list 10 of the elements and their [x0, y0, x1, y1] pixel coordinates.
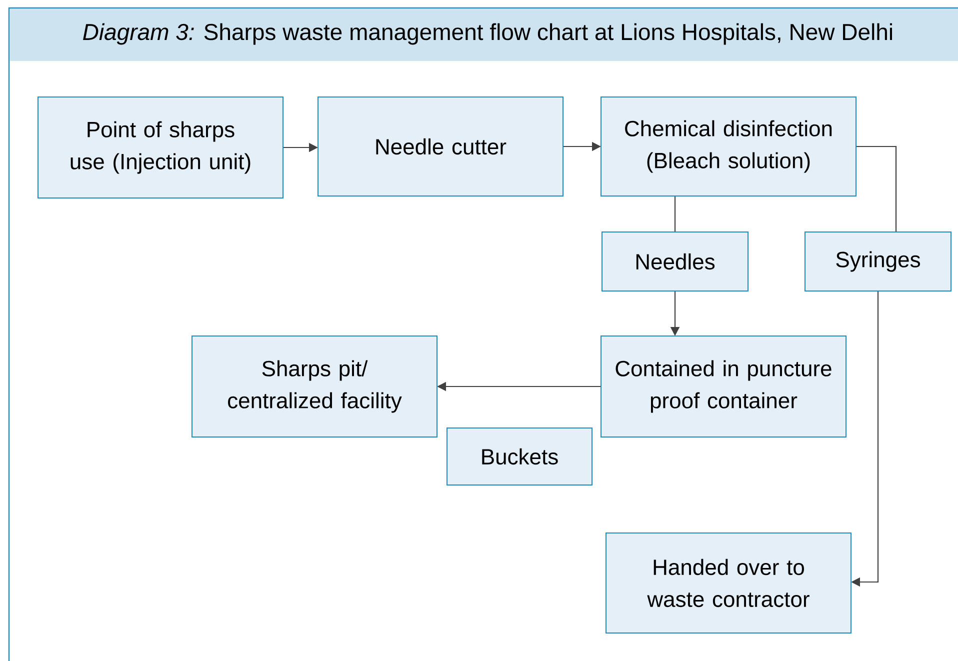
- process-box: Syringes: [804, 232, 952, 292]
- process-box: Point of sharps use (Injection unit): [38, 96, 284, 198]
- process-box: Sharps pit/ centralized facility: [192, 336, 438, 438]
- process-box: Handed over to waste contractor: [606, 532, 852, 634]
- process-box: Needle cutter: [318, 96, 564, 196]
- process-box: Buckets: [446, 428, 592, 486]
- process-box: Chemical disinfection (Bleach solution): [600, 96, 856, 196]
- process-box: Contained in puncture proof container: [600, 336, 847, 438]
- process-box: Needles: [602, 232, 748, 292]
- title-banner: Diagram 3: Sharps waste management flow chart at Lions Hospitals, New Delhi: [10, 9, 958, 61]
